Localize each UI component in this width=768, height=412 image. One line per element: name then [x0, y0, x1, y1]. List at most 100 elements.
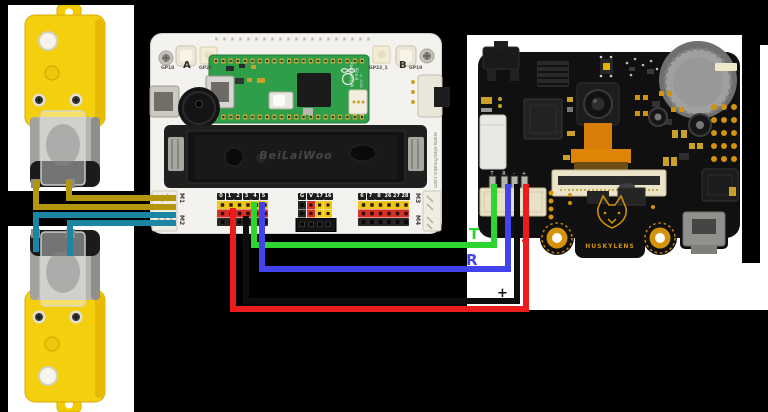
heatsink — [537, 61, 569, 87]
port-label-m2: M2 — [178, 215, 185, 226]
wire-motor-top-right — [66, 180, 176, 201]
husky-fox-logo — [597, 194, 627, 229]
motor-strap — [40, 231, 86, 307]
bottom-ics — [563, 187, 655, 209]
holder-slot — [349, 144, 377, 162]
bootsel-button — [268, 91, 294, 110]
battery-brand-text: BeiLaiWoo — [259, 149, 333, 162]
husky-pin-label-t: T — [490, 171, 494, 177]
screw — [32, 93, 46, 107]
uart-port-pins — [488, 175, 529, 190]
silk-button-b: B — [399, 60, 407, 71]
mounting-hole — [541, 222, 573, 254]
pin-tag-v: V — [307, 193, 315, 200]
pin-tag-4: 4 — [251, 193, 259, 200]
husky-pin-label-minus: - — [513, 171, 515, 177]
silk-gp18: GP18 — [161, 66, 175, 71]
motor-strap — [40, 110, 86, 186]
pin-tag-8: 8 — [375, 193, 383, 200]
motor-bottom-photo — [8, 226, 134, 412]
wire-motor-bottom-left — [33, 212, 176, 252]
mounting-hole — [644, 222, 676, 254]
elecfreaks-url: www.elecfreaks.com — [432, 132, 438, 189]
silk-button-a: A — [183, 60, 191, 71]
output-shaft — [38, 31, 58, 51]
status-led — [599, 55, 613, 78]
pin-tag-17: 17 — [315, 193, 324, 200]
board-micro-usb — [149, 85, 180, 118]
function-wheel — [659, 41, 737, 119]
screw — [32, 310, 46, 324]
gpio-right-block — [358, 201, 409, 226]
wire-power-red — [230, 184, 529, 312]
left-module — [479, 97, 507, 170]
battery-holder — [164, 125, 427, 188]
husky-pin-label-plus: + — [521, 171, 527, 177]
silk-gp22: GP22 — [199, 66, 213, 71]
screw — [69, 310, 83, 324]
tt-gear-motor-bottom — [24, 229, 106, 412]
pico-year-text: © 2021 — [359, 74, 363, 89]
pin-tag-26: 26 — [383, 193, 393, 200]
raspberry-pi-logo — [340, 68, 356, 86]
pico-brand-text: Raspberry Pi — [349, 62, 354, 88]
right-passives — [635, 91, 703, 166]
wire-label-minus: - — [521, 230, 528, 251]
pin-tag-7: 7 — [366, 193, 375, 200]
rgb-led-right — [372, 45, 391, 64]
pico-debug-connector — [348, 89, 368, 115]
inductor — [648, 107, 668, 127]
silk-gp19: GP19 — [409, 66, 423, 71]
axle-cap — [44, 336, 60, 352]
small-components-top — [625, 57, 659, 77]
pin-tag-0: 0 — [217, 193, 225, 200]
wire-motor-bottom-right — [67, 220, 176, 256]
photo-black-corner — [760, 35, 768, 45]
pin-tag-2: 2 — [234, 193, 242, 200]
screw — [69, 93, 83, 107]
camera-ribbon-cable — [571, 123, 631, 171]
gearbox-shade — [95, 294, 104, 398]
processor-chip-inner — [529, 104, 557, 134]
processor-chip — [523, 98, 563, 140]
wire-label-plus: + — [497, 286, 508, 301]
pin-tag-6: 6 — [358, 193, 366, 200]
inductor — [688, 113, 712, 137]
pin-tag-g: G — [298, 193, 306, 200]
wire-label-t: T — [469, 225, 480, 243]
pin-tag-16: 16 — [323, 193, 333, 200]
port-label-m4: M4 — [414, 215, 421, 226]
label-sticker — [715, 63, 737, 71]
pico-model-text: Pico H — [354, 68, 359, 81]
buzzer — [178, 87, 220, 129]
huskylens-board — [478, 41, 740, 258]
pin-tag-1: 1 — [225, 193, 234, 200]
m3-m4-connectors — [422, 190, 442, 232]
breakout-board-graphics — [149, 37, 450, 232]
port-label-m1: M1 — [178, 193, 185, 204]
pin-tag-28: 28 — [400, 193, 410, 200]
screw — [419, 48, 435, 64]
output-shaft — [38, 366, 58, 386]
power-switch — [411, 74, 450, 118]
picoed-breakout-board: GP18 A GP22 GP22_1 B GP19 Raspberry Pi P… — [149, 33, 450, 234]
photo-black-strip — [742, 35, 760, 263]
right-edge-pad — [729, 187, 736, 196]
silk-gp22-1: GP22_1 — [369, 66, 388, 71]
huskylens-brand-text: HUSKYLENS — [585, 243, 635, 250]
motor-top-photo — [8, 5, 134, 191]
pad-grid — [711, 104, 737, 162]
wire-rx-blue — [259, 184, 511, 272]
rp2040-chip — [297, 73, 331, 107]
wire-tx-green — [251, 184, 497, 248]
screw — [158, 50, 174, 66]
holder-hole — [224, 147, 244, 167]
button-b — [395, 45, 417, 67]
port-label-m3: M3 — [414, 193, 421, 204]
axle-cap — [44, 65, 60, 81]
tt-gear-motor-top — [24, 5, 106, 188]
mid-small-parts — [563, 97, 575, 160]
crystal — [303, 108, 313, 115]
wire-motor-top-left — [33, 180, 176, 210]
